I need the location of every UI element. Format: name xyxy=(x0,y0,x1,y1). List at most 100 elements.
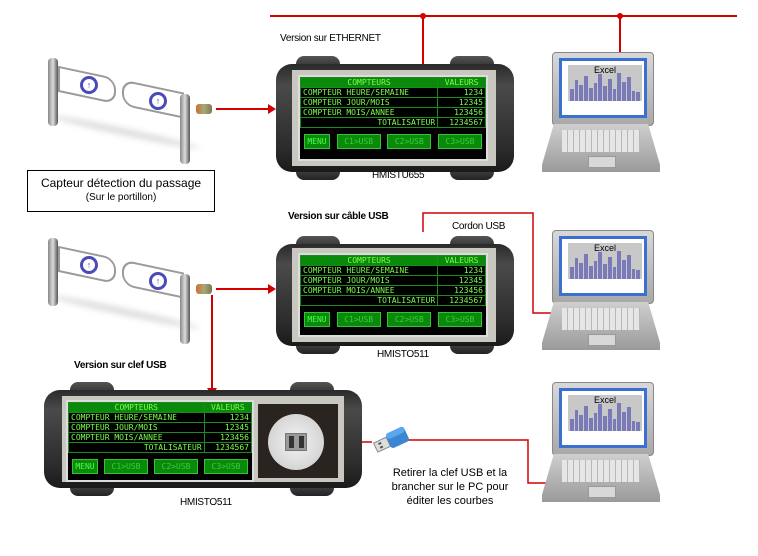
menu-button[interactable]: MENU xyxy=(304,312,330,327)
c3-usb-button[interactable]: C3>USB xyxy=(437,134,482,149)
chart-bars xyxy=(570,401,641,431)
gate-post xyxy=(180,94,190,164)
sensor-caption-title: Capteur détection du passage xyxy=(40,176,202,190)
turnstile-gate-1: ↑ ↑ xyxy=(20,50,220,164)
direction-arrow-icon: ↑ xyxy=(80,76,98,94)
c3-usb-button[interactable]: C3>USB xyxy=(437,312,482,327)
row-value: 12345 xyxy=(437,97,486,108)
c2-usb-button[interactable]: C2>USB xyxy=(387,134,432,149)
row-value: 1234567 xyxy=(437,295,486,306)
menu-button[interactable]: MENU xyxy=(72,459,98,474)
row-label: COMPTEUR MOIS/ANNEE xyxy=(299,107,439,118)
row-value: 1234567 xyxy=(203,442,253,453)
row-label: TOTALISATEUR xyxy=(68,442,205,453)
sensor-caption-box: Capteur détection du passage (Sur le por… xyxy=(27,170,215,212)
proximity-sensor-icon xyxy=(196,284,212,294)
excel-label: Excel xyxy=(593,243,616,253)
usb-cord-label: Cordon USB xyxy=(452,221,506,232)
row-value: 1234 xyxy=(437,265,486,276)
touchpad xyxy=(588,486,616,498)
direction-arrow-icon: ↑ xyxy=(80,256,98,274)
arrowhead xyxy=(268,284,276,294)
touchpad xyxy=(588,334,616,346)
keyboard xyxy=(562,130,640,152)
values-header: VALEURS xyxy=(437,255,486,266)
row-value: 123456 xyxy=(437,107,486,118)
laptop-ethernet: Excel xyxy=(542,52,660,174)
usb-ports-icon xyxy=(285,433,307,451)
turnstile-gate-2: ↑ ↑ xyxy=(20,230,220,344)
usb-cord-line xyxy=(422,212,560,314)
c2-usb-button[interactable]: C2>USB xyxy=(154,459,198,474)
row-label: COMPTEUR HEURE/SEMAINE xyxy=(299,87,439,98)
usbkey-to-laptop-line xyxy=(406,439,548,484)
usb-socket[interactable] xyxy=(268,414,324,470)
row-value: 1234 xyxy=(437,87,486,98)
proximity-sensor-icon xyxy=(196,104,212,114)
row-label: TOTALISATEUR xyxy=(299,295,439,306)
chart-bars xyxy=(570,71,641,101)
c3-usb-button[interactable]: C3>USB xyxy=(204,459,248,474)
model-label-middle: HMISTO511 xyxy=(377,349,429,360)
sensor-caption-subtitle: (Sur le portillon) xyxy=(85,192,157,203)
row-label: COMPTEUR JOUR/MOIS xyxy=(299,275,439,286)
c1-usb-button[interactable]: C1>USB xyxy=(104,459,148,474)
c1-usb-button[interactable]: C1>USB xyxy=(336,312,381,327)
row-value: 1234 xyxy=(203,412,253,423)
usb-key-instruction-note: Retirer la clef USB et la brancher sur l… xyxy=(391,467,509,507)
touchpad xyxy=(588,156,616,168)
excel-chart: Excel xyxy=(562,391,644,445)
keyboard xyxy=(562,308,640,330)
excel-label: Excel xyxy=(593,65,616,75)
row-label: COMPTEUR HEURE/SEMAINE xyxy=(299,265,439,276)
arrowhead xyxy=(268,104,276,114)
bus-junction-dot xyxy=(420,13,426,19)
counters-header: COMPTEURS xyxy=(299,255,439,266)
ethernet-version-label: Version sur ETHERNET xyxy=(280,33,381,44)
values-header: VALEURS xyxy=(437,77,486,88)
row-label: TOTALISATEUR xyxy=(299,117,439,128)
excel-chart: Excel xyxy=(562,61,644,115)
chart-bars xyxy=(570,249,641,279)
laptop-usb-key: Excel xyxy=(542,382,660,504)
gate-post xyxy=(48,58,58,126)
row-value: 123456 xyxy=(437,285,486,296)
row-value: 12345 xyxy=(437,275,486,286)
excel-label: Excel xyxy=(593,395,616,405)
gate-post xyxy=(180,274,190,344)
row-label: COMPTEUR JOUR/MOIS xyxy=(68,422,205,433)
values-header: VALEURS xyxy=(203,402,253,413)
excel-chart: Excel xyxy=(562,239,644,293)
counters-header: COMPTEURS xyxy=(68,402,205,413)
c1-usb-button[interactable]: C1>USB xyxy=(336,134,381,149)
usb-key-version-label: Version sur clef USB xyxy=(74,360,167,371)
menu-button[interactable]: MENU xyxy=(304,134,330,149)
row-label: COMPTEUR MOIS/ANNEE xyxy=(299,285,439,296)
row-label: COMPTEUR JOUR/MOIS xyxy=(299,97,439,108)
row-value: 12345 xyxy=(203,422,253,433)
row-label: COMPTEUR HEURE/SEMAINE xyxy=(68,412,205,423)
laptop-usb-cable: Excel xyxy=(542,230,660,352)
direction-arrow-icon: ↑ xyxy=(149,272,167,290)
row-label: COMPTEUR MOIS/ANNEE xyxy=(68,432,205,443)
gate-post xyxy=(48,238,58,306)
direction-arrow-icon: ↑ xyxy=(149,92,167,110)
model-label-top: HMISTU655 xyxy=(372,170,425,181)
bus-junction-dot xyxy=(617,13,623,19)
c2-usb-button[interactable]: C2>USB xyxy=(387,312,432,327)
model-label-bottom: HMISTO511 xyxy=(180,497,232,508)
counters-header: COMPTEURS xyxy=(299,77,439,88)
keyboard xyxy=(562,460,640,482)
row-value: 1234567 xyxy=(437,117,486,128)
usb-cable-version-label: Version sur câble USB xyxy=(288,211,389,222)
usb-socket-panel xyxy=(258,404,338,478)
usb-key-icon[interactable] xyxy=(372,424,412,456)
row-value: 123456 xyxy=(203,432,253,443)
